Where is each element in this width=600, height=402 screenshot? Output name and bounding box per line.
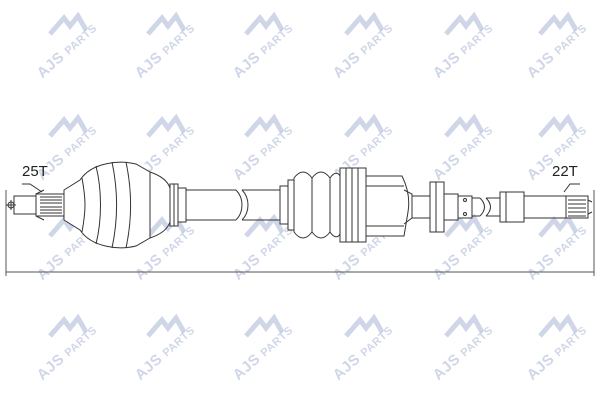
left-spline-stub <box>6 189 65 221</box>
right-spline-count: 22T <box>552 163 578 180</box>
right-spline-stub <box>565 195 593 219</box>
inner-boot <box>287 171 341 239</box>
leader-left <box>22 183 43 193</box>
leader-right <box>563 183 580 193</box>
shaft-section-right <box>411 181 566 233</box>
inner-cv-joint <box>339 167 413 243</box>
left-cv-joint <box>63 161 179 249</box>
shaft-section-left <box>177 185 289 225</box>
left-spline-count: 25T <box>22 163 48 180</box>
